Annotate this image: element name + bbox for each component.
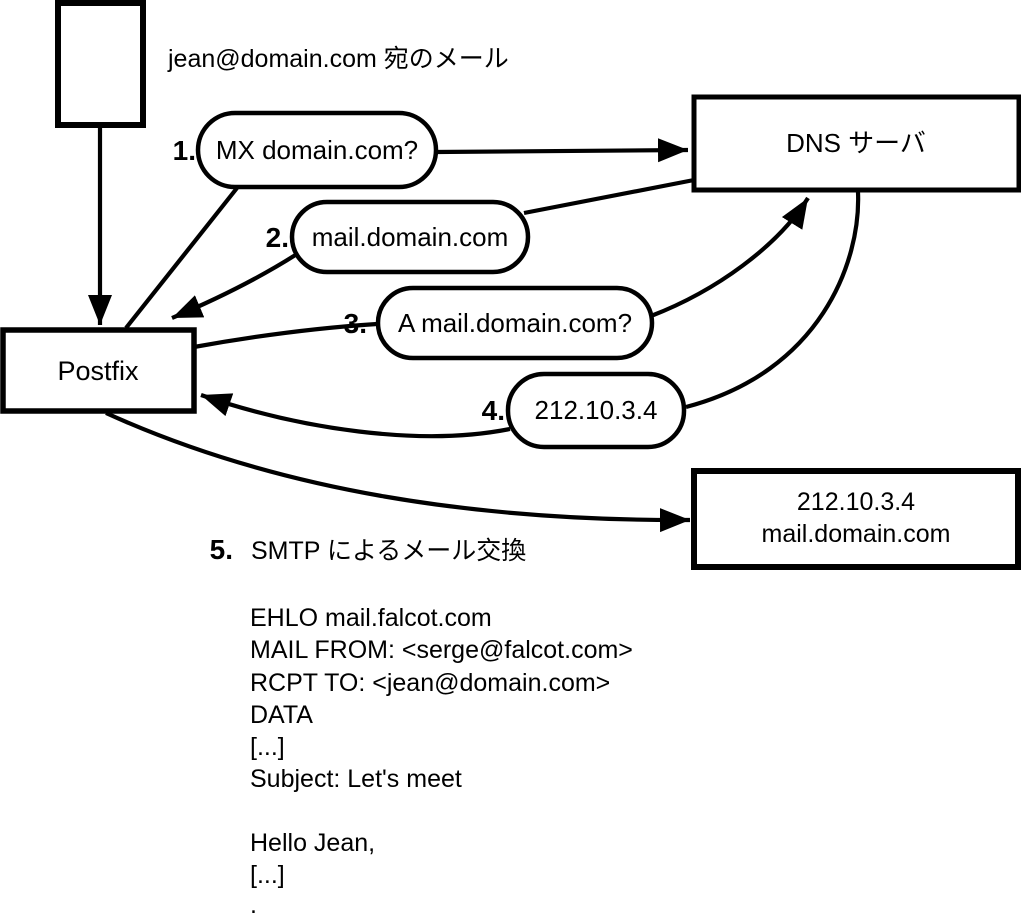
postfix-label: Postfix	[57, 356, 139, 386]
dns-server-box	[691, 94, 1021, 193]
smtp-line-rcpt-to: RCPT TO: <jean@domain.com>	[250, 669, 610, 697]
step2-number: 2.	[266, 222, 289, 253]
step1-bubble-label: MX domain.com?	[216, 135, 418, 165]
smtp-line-hello: Hello Jean,	[250, 829, 375, 857]
mail-server-ip-label: 212.10.3.4	[797, 488, 915, 516]
smtp-line-ellipsis1: [...]	[250, 733, 285, 761]
smtp-line-ehlo: EHLO mail.falcot.com	[250, 604, 492, 632]
step4-to-postfix-arrow	[200, 393, 511, 439]
step1-bubble	[195, 110, 439, 190]
smtp-line-terminator-dot: .	[250, 891, 257, 919]
step3-bubble-label: A mail.domain.com?	[398, 308, 632, 338]
dns-to-step4-line	[685, 191, 861, 410]
step4-number: 4.	[482, 395, 505, 426]
postfix-to-step3-line	[193, 321, 378, 350]
smtp-line-subject: Subject: Let's meet	[250, 765, 462, 793]
step5-label: SMTP によるメール交換	[251, 537, 526, 565]
dns-server-label: DNS サーバ	[786, 128, 926, 158]
postfix-to-step1-line	[124, 186, 239, 330]
step5-number: 5.	[210, 534, 233, 565]
smtp-line-ellipsis2: [...]	[250, 861, 285, 889]
step3-bubble	[375, 285, 655, 361]
step1-to-dns-arrow	[435, 138, 689, 163]
postfix-box	[0, 327, 197, 414]
incoming-mail-label: jean@domain.com 宛のメール	[167, 45, 509, 73]
smtp-line-data: DATA	[250, 701, 313, 729]
mail-document-box	[55, 0, 146, 128]
step2-bubble-label: mail.domain.com	[312, 222, 509, 252]
step3-number: 3.	[344, 308, 367, 339]
dns-to-step2-line	[523, 177, 695, 216]
step3-to-dns-arrow	[650, 196, 810, 318]
smtp-line-mail-from: MAIL FROM: <serge@falcot.com>	[250, 636, 633, 664]
step1-number: 1.	[173, 135, 196, 166]
postfix-to-mailserver-arrow	[105, 411, 691, 533]
mail-server-host-label: mail.domain.com	[762, 520, 951, 548]
step2-to-postfix-arrow	[171, 252, 299, 320]
step4-bubble-label: 212.10.3.4	[535, 395, 658, 425]
mail-server-box	[691, 468, 1021, 570]
step2-bubble	[289, 199, 531, 275]
step4-bubble	[505, 371, 687, 450]
